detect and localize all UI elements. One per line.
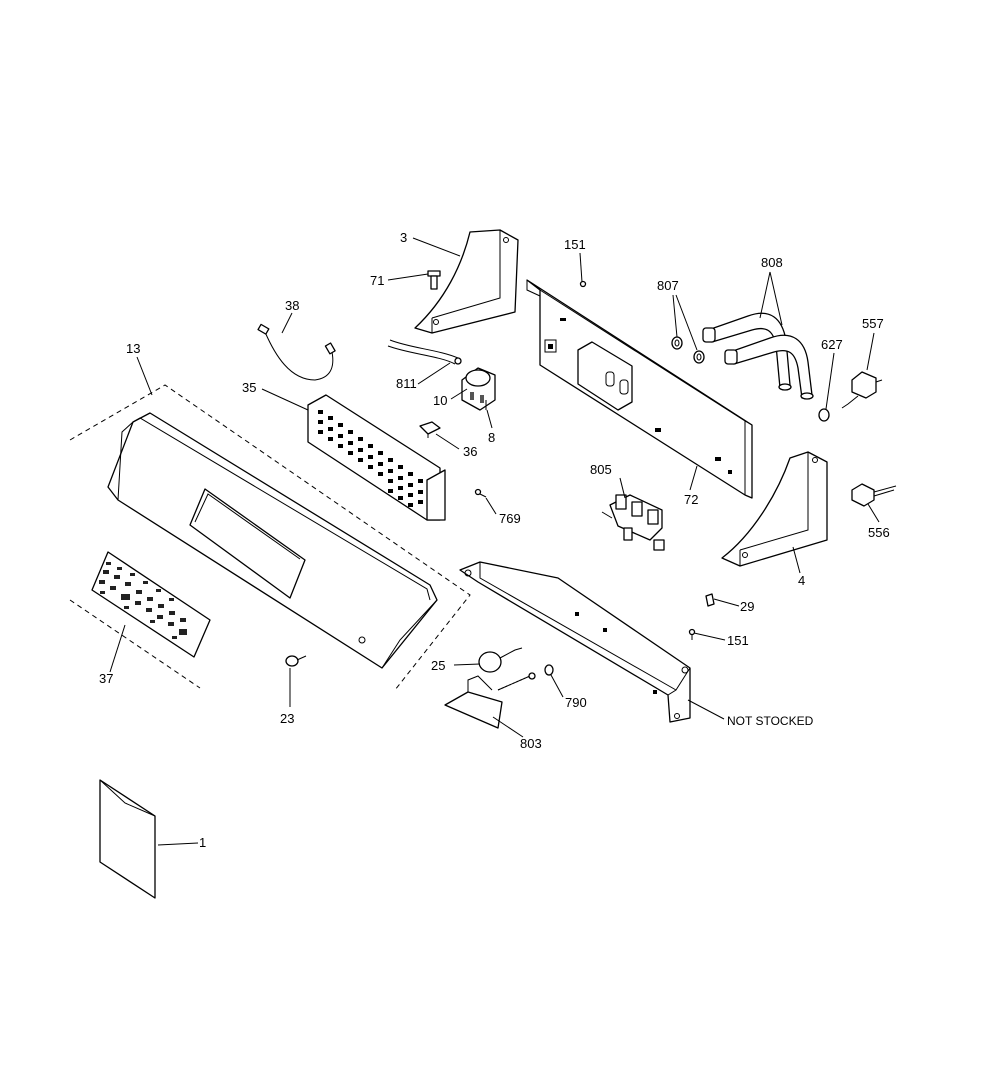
screw-part-71 (427, 270, 441, 290)
label-3: 3 (400, 230, 407, 245)
label-37: 37 (99, 671, 113, 686)
hose-washers-part (671, 336, 705, 364)
label-35: 35 (242, 380, 256, 395)
label-556: 556 (868, 525, 890, 540)
fill-hoses-part (702, 312, 814, 400)
label-38: 38 (285, 298, 299, 313)
clip-part (419, 421, 441, 438)
label-8: 8 (488, 430, 495, 445)
power-cord-part (841, 371, 883, 409)
support-bracket-part (459, 561, 691, 723)
control-board-part (307, 394, 446, 521)
label-790: 790 (565, 695, 587, 710)
knob-part (285, 655, 307, 667)
label-1: 1 (199, 835, 206, 850)
label-151-top: 151 (564, 237, 586, 252)
label-811: 811 (396, 376, 417, 391)
pressure-switch-part (461, 367, 496, 411)
screw-part-151-top (579, 280, 587, 288)
label-71: 71 (370, 273, 384, 288)
literature-envelope-part (99, 779, 156, 899)
label-not-stocked: NOT STOCKED (727, 714, 814, 728)
label-36: 36 (463, 444, 477, 459)
terminal-block-part (851, 483, 897, 507)
spring-clip-part (544, 664, 554, 676)
label-807: 807 (657, 278, 679, 293)
label-23: 23 (280, 711, 294, 726)
left-end-cap-part (414, 229, 519, 334)
back-panel-part (526, 279, 753, 499)
label-4: 4 (798, 573, 805, 588)
leader-lines (109, 237, 880, 846)
label-803: 803 (520, 736, 542, 751)
strain-relief-part (818, 408, 830, 422)
label-557: 557 (862, 316, 884, 331)
latch-assembly-part (444, 672, 536, 729)
clip-part-29 (705, 593, 715, 607)
right-end-cap-part (721, 451, 828, 567)
label-10: 10 (433, 393, 447, 408)
label-29: 29 (740, 599, 754, 614)
inlet-valve-part (601, 494, 665, 551)
wire-harness-part (257, 323, 336, 381)
overlay-decal-part (91, 551, 211, 658)
label-805: 805 (590, 462, 612, 477)
label-151-lower: 151 (727, 633, 749, 648)
label-25: 25 (431, 658, 445, 673)
screw-part-151-lower (688, 628, 696, 640)
cycle-knob-part (478, 647, 523, 673)
screw-part-769 (474, 488, 487, 498)
label-808: 808 (761, 255, 783, 270)
control-panel-part (69, 384, 471, 691)
tube-part (387, 339, 462, 365)
label-769: 769 (499, 511, 521, 526)
label-627: 627 (821, 337, 843, 352)
label-72: 72 (684, 492, 698, 507)
callout-labels: 3 71 151 38 13 35 811 10 8 36 769 807 80… (99, 230, 890, 850)
label-13: 13 (126, 341, 140, 356)
